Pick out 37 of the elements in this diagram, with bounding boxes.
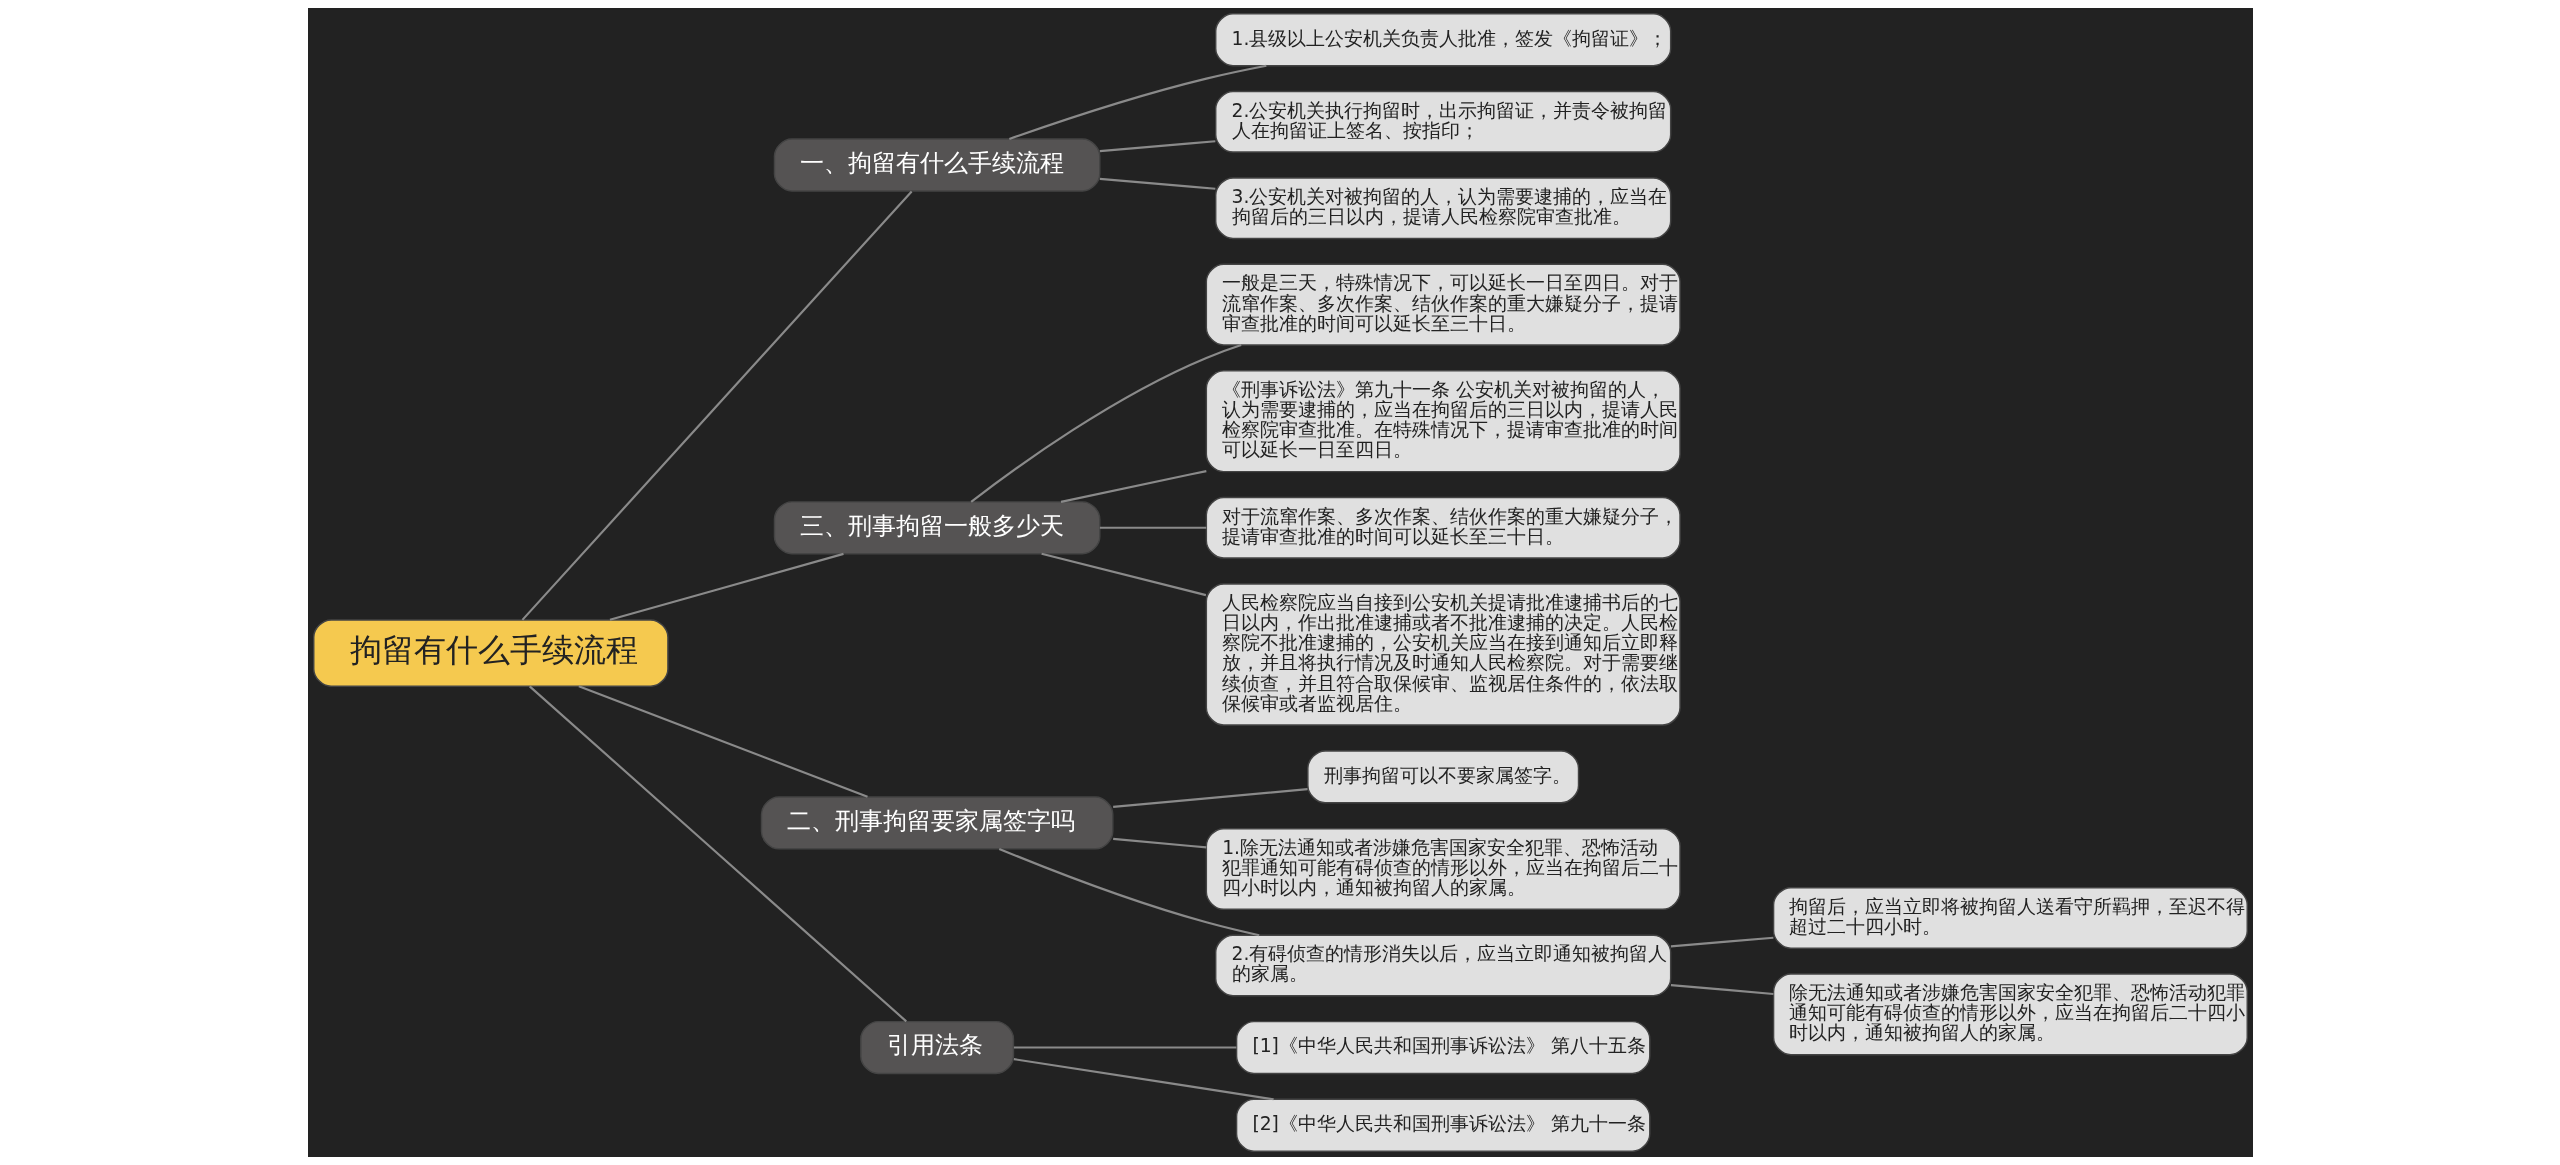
node-box: 一、拘留有什么手续流程 (773, 138, 1101, 192)
node-box: 拘留有什么手续流程 (312, 619, 669, 687)
connector (970, 344, 1242, 503)
connector (1099, 177, 1215, 190)
connector (1670, 984, 1773, 996)
node-box: 拘留后，应当立即将被拘留人送看守所羁押，至迟不得超过二十四小时。 (1772, 887, 2248, 949)
node-box: [1]《中华人民共和国刑事诉讼法》 第八十五条 (1235, 1020, 1650, 1075)
node-box: 三、刑事拘留一般多少天 (773, 501, 1101, 555)
node-box: 除无法通知或者涉嫌危害国家安全犯罪、恐怖活动犯罪通知可能有碍侦查的情形以外，应当在拘留后二十四小时以内，通知被拘留人的家属。 (1772, 973, 2248, 1056)
node-box: 刑事拘留可以不要家属签字。 (1306, 750, 1579, 804)
node-box: 一般是三天，特殊情况下，可以延长一日至四日。对于流窜作案、多次作案、结伙作案的重大嫌疑分子，提请审查批准的时间可以延长至三十日。 (1205, 263, 1681, 346)
node-box: [2]《中华人民共和国刑事诉讼法》 第九十一条 (1235, 1098, 1650, 1152)
connector (1040, 552, 1206, 597)
connector (1013, 1058, 1274, 1101)
connector (528, 685, 907, 1023)
connector (521, 190, 912, 621)
node-box: 《刑事诉讼法》第九十一条 公安机关对被拘留的人，认为需要逮捕的，应当在拘留后的三日以内，提请人民检察院审查批准。在特殊情况下，提请审查批准的时间可以延长一日至四日。 (1205, 370, 1681, 473)
node-box: 2.有碍侦查的情形消失以后，应当立即通知被拘留人的家属。 (1214, 934, 1671, 997)
connector (1670, 936, 1773, 948)
node-box: 1.除无法通知或者涉嫌危害国家安全犯罪、恐怖活动犯罪通知可能有碍侦查的情形以外，应当在拘留后二十四小时以内，通知被拘留人的家属。 (1205, 827, 1681, 911)
connector (1008, 64, 1267, 140)
connector (1112, 788, 1308, 809)
node-box: 2.公安机关执行拘留时，出示拘留证，并责令被拘留人在拘留证上签名、按指印； (1214, 90, 1671, 153)
connector (577, 685, 868, 798)
connector (1112, 837, 1206, 849)
connector (998, 847, 1259, 937)
node-box: 对于流窜作案、多次作案、结伙作案的重大嫌疑分子，提请审查批准的时间可以延长至三十日。 (1205, 496, 1681, 559)
node-box: 引用法条 (859, 1020, 1014, 1075)
node-box: 1.县级以上公安机关负责人批准，签发《拘留证》； (1214, 13, 1671, 67)
connector (1013, 1046, 1236, 1049)
node-box: 人民检察院应当自接到公安机关提请批准逮捕书后的七日以内，作出批准逮捕或者不批准逮捕的决定。人民检察院不批准逮捕的，公安机关应当在接到通知后立即释放，并且将执行情况及时通知人民检察院。对于需要继续侦查，并且符合取保候审、监视居住条件的，依法取保候审或者监视居住。 (1205, 583, 1681, 726)
node-box: 3.公安机关对被拘留的人，认为需要逮捕的，应当在拘留后的三日以内，提请人民检察院审查批准。 (1214, 177, 1671, 240)
connector (1099, 140, 1215, 153)
node-box: 二、刑事拘留要家属签字吗 (760, 796, 1113, 850)
connector (1060, 470, 1207, 503)
connector (1099, 526, 1206, 529)
connector (609, 552, 844, 621)
